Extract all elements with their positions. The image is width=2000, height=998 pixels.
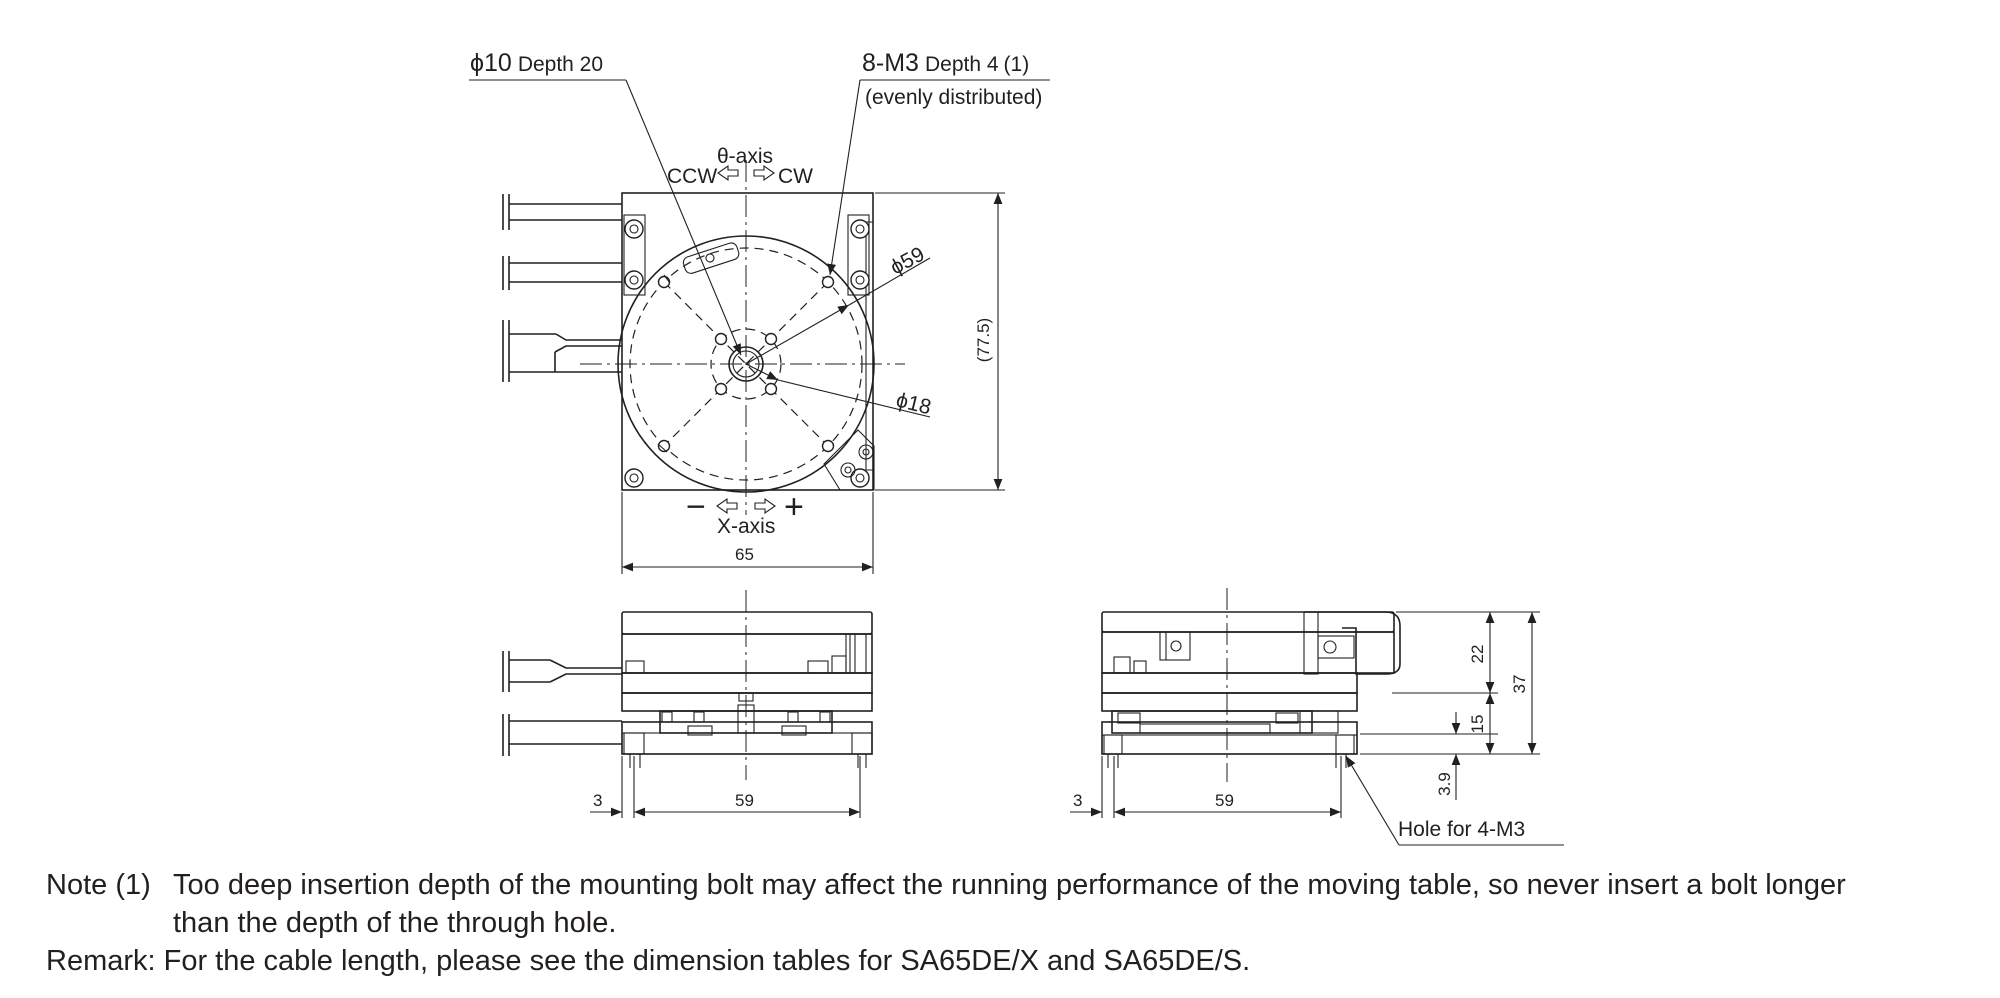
phi18-label: ϕ18: [894, 389, 934, 420]
cable-lower: [502, 320, 622, 382]
x-plus-label: +: [784, 488, 804, 526]
note-row: Note (1) Too deep insertion depth of the…: [46, 866, 1846, 904]
notes-block: Note (1) Too deep insertion depth of the…: [46, 866, 1846, 980]
ccw-label: CCW: [667, 165, 717, 188]
dim-width-65: 65: [735, 545, 754, 564]
remark-text: Remark: For the cable length, please see…: [46, 945, 1251, 977]
side-dim-pitch-59: 59: [1215, 791, 1234, 810]
note-text-line1: Too deep insertion depth of the mounting…: [173, 869, 1846, 901]
top-view: ϕ59 ϕ18 ϕ10 Depth 20 8-M3 Depth 4(1) (even…: [469, 49, 1050, 574]
bore-depth: Depth 20: [518, 53, 603, 76]
tap-depth: Depth 4: [925, 53, 999, 76]
side-dim-offset-3: 3: [1073, 791, 1082, 810]
origin-bracket: [682, 242, 740, 274]
theta-axis-label: θ-axis: [717, 145, 773, 168]
sensor-plate: [823, 429, 875, 491]
corner-screws: [623, 214, 870, 488]
tap-note-ref: (1): [1004, 53, 1030, 76]
x-axis-indicator: − + X-axis: [686, 488, 804, 538]
front-view: 3 59: [502, 590, 873, 818]
tap-distribution: (evenly distributed): [865, 86, 1042, 109]
front-dim-pitch-59: 59: [735, 791, 754, 810]
phi59-label: ϕ59: [887, 243, 929, 280]
tap-callout: 8-M3 Depth 4(1) (evenly distributed): [862, 49, 1042, 109]
side-view: 22 37 15 3.9 3 59 Hole for 4-M3: [1070, 588, 1564, 846]
front-table-top: [621, 611, 873, 635]
front-dim-offset-3: 3: [593, 791, 602, 810]
side-dim-15: 15: [1468, 715, 1487, 734]
pcd-18-circle: [710, 328, 782, 400]
side-dim-37: 37: [1510, 675, 1529, 694]
cw-label: CW: [778, 165, 813, 188]
x-minus-label: −: [686, 488, 706, 526]
x-axis-label: X-axis: [717, 515, 775, 538]
note-text-line2: than the depth of the through hole.: [173, 907, 617, 939]
side-table-top: [1101, 611, 1395, 633]
stage-body: [621, 192, 874, 491]
bore-symbol: ϕ10: [470, 49, 512, 77]
hole-callout-label: Hole for 4-M3: [1398, 818, 1525, 841]
connector-bracket: [1304, 611, 1401, 675]
note-label: Note (1): [46, 869, 151, 901]
bore-callout: ϕ10 Depth 20: [470, 49, 603, 77]
side-dim-3-9: 3.9: [1435, 772, 1454, 796]
cable-upper: [502, 194, 622, 290]
tap-spec: 8-M3: [862, 49, 919, 77]
dim-height-77-5: (77.5): [974, 318, 993, 362]
theta-axis-indicator: θ-axis CCW CW: [667, 145, 813, 188]
side-dim-22: 22: [1468, 645, 1487, 664]
